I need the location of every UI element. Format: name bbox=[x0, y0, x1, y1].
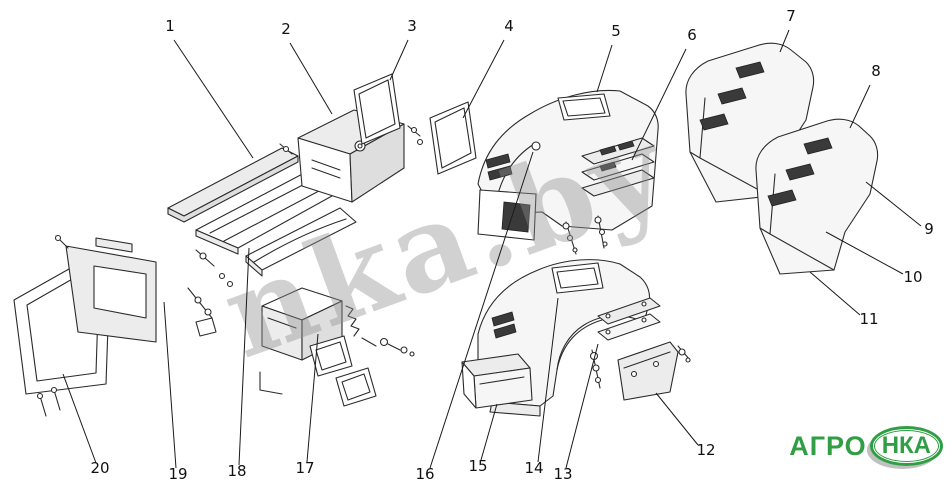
leader-line-7 bbox=[779, 29, 790, 53]
part-19-cab-rear-panel-drawing bbox=[65, 237, 234, 343]
part-label-12: 12 bbox=[696, 441, 715, 459]
leader-line-12 bbox=[655, 392, 699, 446]
part-label-13: 13 bbox=[553, 465, 572, 483]
part-label-16: 16 bbox=[415, 465, 434, 483]
part-label-10: 10 bbox=[903, 268, 922, 286]
part-label-18: 18 bbox=[227, 462, 246, 480]
part-label-17: 17 bbox=[295, 459, 314, 477]
part-18-cowl-panel-drawing bbox=[245, 207, 357, 277]
part-6-plate-stack-drawing bbox=[581, 137, 655, 197]
part-15-step-box-drawing bbox=[461, 353, 533, 409]
part-17-battery-box-drawing bbox=[259, 287, 415, 407]
part-label-7: 7 bbox=[786, 7, 796, 25]
part-label-1: 1 bbox=[165, 17, 175, 35]
part-label-6: 6 bbox=[687, 26, 697, 44]
part-label-20: 20 bbox=[90, 459, 109, 477]
part-label-19: 19 bbox=[168, 465, 187, 483]
leader-line-18 bbox=[238, 247, 250, 466]
part-7-console-drawing bbox=[685, 42, 815, 203]
part-label-14: 14 bbox=[524, 459, 543, 477]
logo-text-prefix: АГРО bbox=[789, 430, 867, 461]
misc-fasteners-drawing bbox=[54, 143, 293, 249]
logo-oval: НКА bbox=[869, 426, 943, 466]
leader-line-13 bbox=[565, 343, 599, 469]
leader-line-14 bbox=[537, 297, 559, 463]
leader-line-20 bbox=[62, 373, 97, 464]
part-8-console-drawing bbox=[755, 118, 879, 275]
part-label-5: 5 bbox=[611, 22, 621, 40]
leader-line-8 bbox=[849, 84, 871, 129]
leader-line-2 bbox=[289, 42, 333, 115]
part-label-3: 3 bbox=[407, 17, 417, 35]
leader-line-9 bbox=[865, 181, 922, 227]
part-5-right-fender-drawing bbox=[477, 89, 659, 255]
part-label-8: 8 bbox=[871, 62, 881, 80]
part-12-bracket-plate-drawing bbox=[617, 341, 691, 401]
part-label-9: 9 bbox=[924, 220, 934, 238]
leader-line-6 bbox=[631, 48, 687, 161]
leader-line-5 bbox=[596, 44, 613, 93]
leader-line-1 bbox=[173, 39, 254, 159]
leader-line-10 bbox=[825, 231, 904, 275]
parts-artwork bbox=[13, 42, 879, 417]
leader-line-15 bbox=[480, 403, 498, 461]
part-3-grille-panel-drawing bbox=[353, 73, 401, 145]
leader-line-16 bbox=[429, 151, 534, 469]
brand-logo: АГРО НКА bbox=[789, 426, 943, 466]
leader-line-17 bbox=[306, 333, 319, 463]
part-4-grille-panel-drawing bbox=[407, 101, 477, 175]
part-label-4: 4 bbox=[504, 17, 514, 35]
part-label-15: 15 bbox=[468, 457, 487, 475]
leader-line-11 bbox=[809, 271, 861, 316]
part-label-11: 11 bbox=[859, 310, 878, 328]
part-13-plate-stack-drawing bbox=[589, 297, 661, 389]
leader-line-4 bbox=[462, 39, 505, 119]
part-label-2: 2 bbox=[281, 20, 291, 38]
logo-text-suffix: НКА bbox=[881, 432, 931, 459]
leader-line-19 bbox=[163, 301, 177, 469]
leader-line-3 bbox=[389, 39, 409, 81]
